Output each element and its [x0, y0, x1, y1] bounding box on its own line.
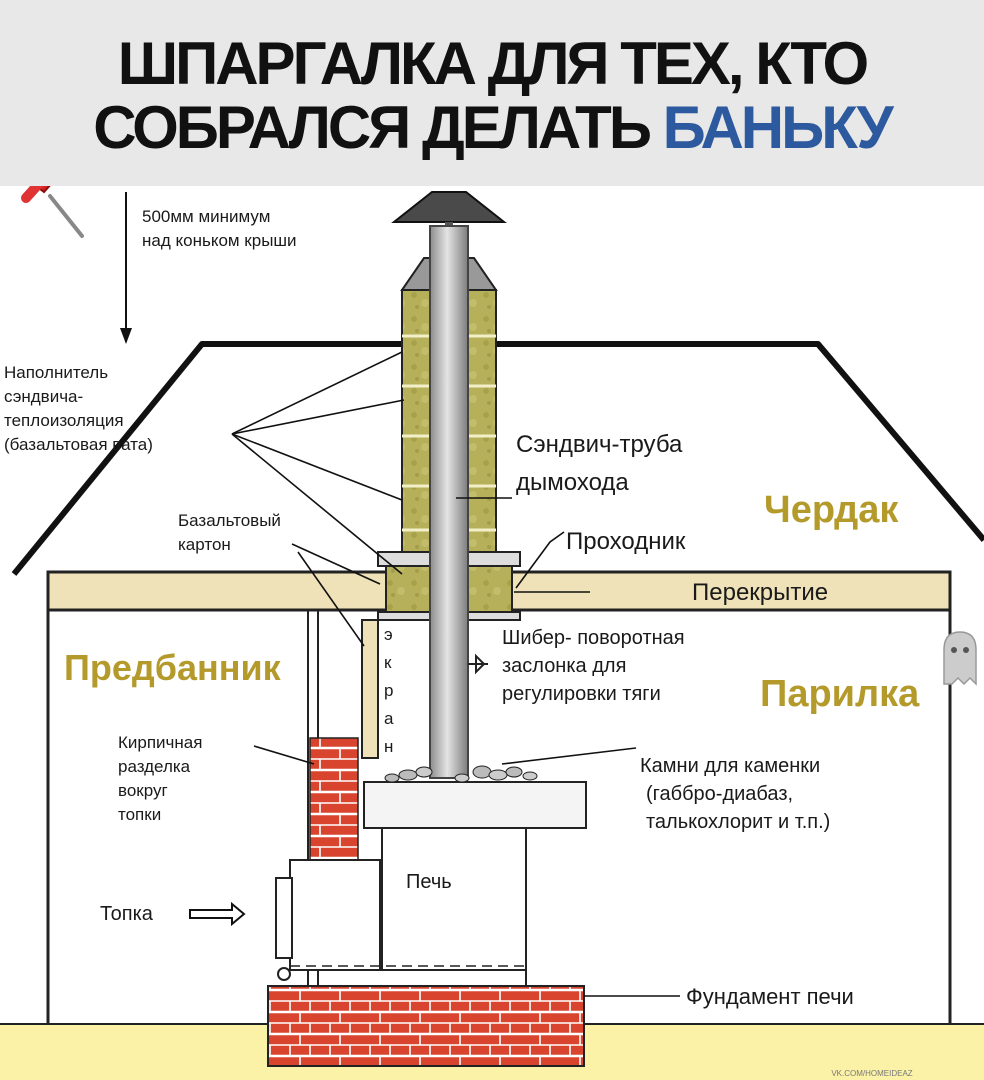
label-sandwich-2: дымохода: [516, 469, 629, 496]
label-stove: Печь: [406, 871, 452, 893]
label-brick-3: вокруг: [118, 781, 168, 800]
room-dressing: Предбанник: [64, 647, 282, 688]
header-banner: ШПАРГАЛКА ДЛЯ ТЕХ, КТО СОБРАЛСЯ ДЕЛАТЬ Б…: [0, 0, 984, 186]
title-line-1: ШПАРГАЛКА ДЛЯ ТЕХ, КТО: [117, 30, 869, 97]
label-screen-letter: р: [384, 681, 393, 700]
label-stones-2: (габбро-диабаз,: [646, 783, 793, 805]
label-sandwich-1: Сэндвич-труба: [516, 431, 683, 458]
watermark: VK.COM/HOMEIDEAZ: [831, 1069, 912, 1078]
label-damper-3: регулировки тяги: [502, 683, 661, 705]
chimney-pipe: [429, 225, 488, 779]
room-steam: Парилка: [760, 673, 920, 715]
label-basalt-2: картон: [178, 535, 231, 554]
label-foundation: Фундамент печи: [686, 984, 854, 1009]
label-height-min-2: над коньком крыши: [142, 231, 297, 250]
label-ceiling: Перекрытие: [692, 579, 828, 606]
chimney-diagram: 500мм минимум над коньком крыши Наполнит…: [0, 186, 984, 1080]
ghost-icon: [943, 631, 977, 686]
arrow-right-icon: [189, 901, 246, 927]
room-attic: Чердак: [764, 489, 899, 531]
label-filler-4: (базальтовая вата): [4, 435, 153, 454]
height-dimension: [120, 192, 132, 344]
pushpin-icon: [21, 186, 84, 238]
damper-handle: [475, 653, 486, 675]
stove: [275, 781, 587, 986]
label-basalt-1: Базальтовый: [178, 511, 281, 530]
label-screen-letter: к: [384, 653, 392, 672]
label-screen-letter: а: [384, 709, 394, 728]
label-filler-1: Наполнитель: [4, 363, 108, 382]
label-brick-2: разделка: [118, 757, 191, 776]
title-accent: БАНЬКУ: [662, 94, 894, 161]
stove-foundation: [267, 985, 585, 1067]
label-stones-3: талькохлорит и т.п.): [646, 811, 830, 833]
label-damper-2: заслонка для: [502, 655, 626, 677]
title-line-2: СОБРАЛСЯ ДЕЛАТЬ БАНЬКУ: [0, 98, 984, 158]
label-filler-3: теплоизоляция: [4, 411, 124, 430]
roof-outline: [11, 341, 984, 576]
label-screen-letter: э: [384, 625, 393, 644]
stones: [384, 765, 538, 783]
label-screen-letter: н: [384, 737, 393, 756]
title-line-2-main: СОБРАЛСЯ ДЕЛАТЬ: [93, 94, 663, 161]
label-brick-4: топки: [118, 805, 161, 824]
label-height-min-1: 500мм минимум: [142, 207, 270, 226]
label-stones-1: Камни для каменки: [640, 755, 820, 777]
label-filler-2: сэндвича-: [4, 387, 83, 406]
label-screen: э к р а н: [384, 625, 394, 756]
brick-lining: [309, 737, 359, 861]
leader-lines: [231, 351, 680, 997]
heat-screen: [361, 619, 379, 759]
label-passage: Проходник: [566, 528, 686, 555]
label-brick-1: Кирпичная: [118, 733, 202, 752]
label-damper-1: Шибер- поворотная: [502, 627, 685, 649]
label-firebox: Топка: [100, 903, 154, 925]
